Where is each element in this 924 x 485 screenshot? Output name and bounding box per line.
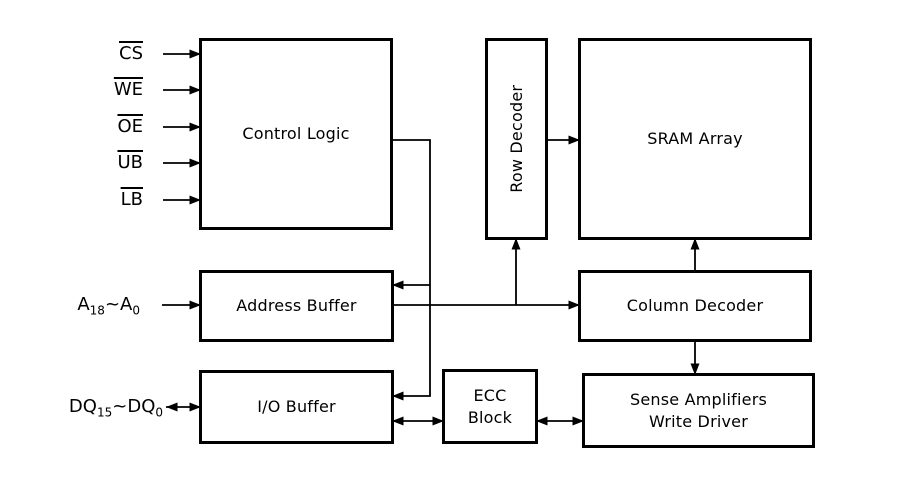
ecc-block-box: ECC Block bbox=[442, 369, 538, 444]
row-decoder-label: Row Decoder bbox=[506, 85, 526, 193]
ecc-block-label: ECC Block bbox=[468, 385, 512, 428]
io-buffer-label: I/O Buffer bbox=[257, 397, 336, 417]
pin-label-lb: LB bbox=[20, 187, 143, 213]
sram-array-label: SRAM Array bbox=[647, 129, 743, 149]
io-buffer-box: I/O Buffer bbox=[199, 370, 394, 444]
ecc-block-label-line2: Block bbox=[467, 407, 513, 427]
data-bus-base1: DQ bbox=[68, 396, 97, 417]
column-decoder-box: Column Decoder bbox=[578, 270, 812, 342]
wire-control-trunk bbox=[391, 139, 431, 401]
pin-cs-text: CS bbox=[119, 43, 143, 64]
pin-label-we: WE bbox=[20, 77, 143, 103]
address-bus-base1: A bbox=[77, 294, 90, 315]
data-bus-sub1: 15 bbox=[96, 405, 113, 420]
pin-label-cs: CS bbox=[20, 41, 143, 67]
pin-ub-text: UB bbox=[117, 152, 143, 173]
address-buffer-label: Address Buffer bbox=[236, 296, 357, 316]
sense-amplifiers-label-line1: Sense Amplifiers bbox=[629, 389, 768, 409]
sense-amplifiers-box: Sense Amplifiers Write Driver bbox=[582, 373, 815, 448]
sense-amplifiers-label: Sense Amplifiers Write Driver bbox=[630, 389, 767, 432]
column-decoder-label: Column Decoder bbox=[626, 296, 764, 316]
sense-amplifiers-label-line2: Write Driver bbox=[649, 411, 748, 431]
pin-oe-text: OE bbox=[117, 116, 143, 137]
pin-lb-text: LB bbox=[120, 189, 143, 210]
pin-label-ub: UB bbox=[20, 150, 143, 176]
sram-array-box: SRAM Array bbox=[578, 38, 812, 240]
data-bus-label: DQ15~DQ0 bbox=[20, 393, 163, 421]
data-bus-base2: DQ bbox=[127, 396, 156, 417]
data-bus-separator: ~ bbox=[112, 396, 128, 417]
pin-label-oe: OE bbox=[20, 114, 143, 140]
address-bus-separator: ~ bbox=[104, 294, 121, 315]
row-decoder-box: Row Decoder bbox=[485, 38, 548, 240]
address-bus-base2: A bbox=[120, 294, 133, 315]
control-logic-label: Control Logic bbox=[242, 124, 350, 144]
ecc-block-label-line1: ECC bbox=[473, 385, 507, 405]
control-logic-box: Control Logic bbox=[199, 38, 393, 230]
address-bus-sub2: 0 bbox=[132, 303, 140, 318]
address-bus-sub1: 18 bbox=[89, 303, 105, 318]
pin-we-text: WE bbox=[113, 79, 143, 100]
data-bus-sub2: 0 bbox=[155, 405, 163, 420]
address-buffer-box: Address Buffer bbox=[199, 270, 394, 342]
address-bus-label: A18~A0 bbox=[20, 291, 140, 319]
